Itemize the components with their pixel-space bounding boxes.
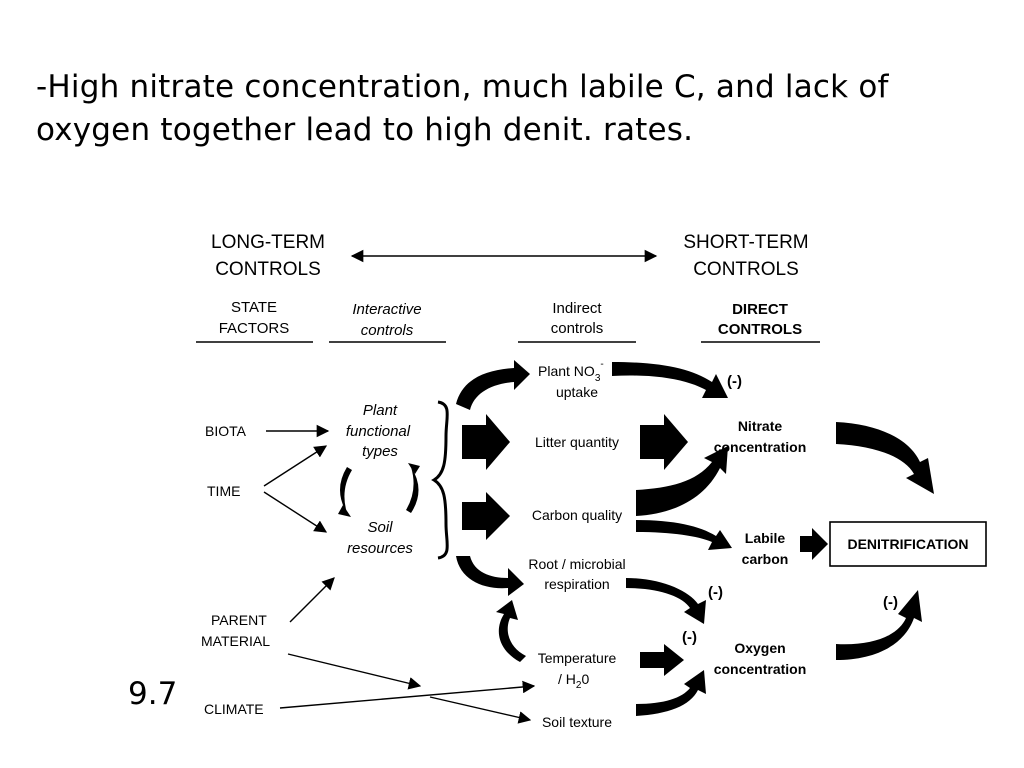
soil-resources-label-1: Soil [367,519,393,536]
plant-functional-types-label-1: Plant [363,402,398,419]
labile-to-denitrification-bold-arrow [800,528,828,560]
litter-quantity-label: Litter quantity [535,434,619,450]
soil-resources-label-2: resources [347,540,413,557]
soil-to-plant-arrowhead [408,463,420,474]
biota-label: BIOTA [205,423,247,439]
interactive-controls-label-2: controls [361,322,414,339]
oxygen-to-denitrification-bold-arrow [836,590,922,660]
climate-label: CLIMATE [204,701,264,717]
indirect-controls-label-2: controls [551,320,604,337]
temperature-tail: 0 [581,671,589,687]
long-term-label-1: LONG-TERM [211,232,325,253]
denitrification-label: DENITRIFICATION [847,536,968,552]
carbon-to-nitrate-bold-arrow [636,446,728,516]
time-to-soil-arrow [263,491,328,533]
plant-functional-types-label-3: types [362,443,398,460]
nitrate-concentration-label-1: Nitrate [738,418,783,434]
time-label: TIME [207,483,240,499]
carbon-to-labile-bold-arrow [636,520,732,550]
interactive-controls-label-1: Interactive [352,301,421,318]
slide-number: 9.7 [128,676,178,712]
to-respiration-bold-arrow [456,556,524,596]
temperature-to-respiration-bold-arrow [496,600,526,662]
texture-to-oxygen-bold-arrow [636,670,706,716]
title-line-2: oxygen together lead to high denit. rate… [36,112,694,148]
to-carbon-quality-bold-arrow [462,492,510,540]
respiration-negative-mark: (-) [708,584,723,601]
temperature-label-1: Temperature [538,650,617,666]
parent-material-label-2: MATERIAL [201,633,270,649]
oxygen-concentration-label-2: concentration [714,661,807,677]
temperature-negative-mark: (-) [682,629,697,646]
title-line-1: -High nitrate concentration, much labile… [36,69,889,105]
nitrate-concentration-label-2: concentration [714,439,807,455]
oxygen-concentration-label-1: Oxygen [734,640,785,656]
temperature-main: / H [558,671,576,687]
plant-to-soil-feedback-arc [340,467,352,513]
root-respiration-label-2: respiration [544,576,609,592]
long-term-label-2: CONTROLS [215,259,321,280]
plant-uptake-label-2: uptake [556,384,598,400]
temperature-to-oxygen-bold-arrow [640,644,684,676]
denitrification-box [829,521,987,567]
state-factors-label-2: FACTORS [219,320,290,337]
direct-controls-label-1: DIRECT [732,301,788,318]
temperature-label-2: / H20 [558,671,589,691]
short-term-label-1: SHORT-TERM [683,232,808,253]
to-uptake-bold-arrow [456,360,530,410]
parent-material-label-1: PARENT [211,612,267,628]
interactive-controls-brace [431,400,449,560]
nitrate-to-denitrification-bold-arrow [836,422,934,494]
root-respiration-label-1: Root / microbial [528,556,625,572]
plant-to-soil-arrowhead [338,505,351,517]
short-term-label-2: CONTROLS [693,259,799,280]
plant-uptake-main: Plant NO [538,363,595,379]
plant-uptake-subscript: 3 [595,373,601,384]
indirect-controls-label-1: Indirect [552,300,602,317]
plant-functional-types-label-2: functional [346,423,411,440]
plant-uptake-superscript: - [600,359,603,370]
time-to-plant-arrow [263,445,328,487]
direct-controls-label-2: CONTROLS [718,321,802,338]
soil-to-plant-feedback-arc [406,467,419,513]
respiration-to-oxygen-bold-arrow [626,578,706,624]
parent-to-soil-arrow [289,577,335,623]
to-soil-texture-arrow [429,696,532,724]
uptake-to-nitrate-bold-arrow [612,362,728,398]
soil-texture-label: Soil texture [542,714,612,730]
state-factors-label-1: STATE [231,299,277,316]
labile-carbon-label-2: carbon [742,551,789,567]
to-litter-bold-arrow [462,414,510,470]
uptake-negative-mark: (-) [727,373,742,390]
plant-uptake-label-1: Plant NO3 - [538,359,604,384]
parent-to-indirect-arrow [287,653,422,690]
litter-to-nitrate-bold-arrow [640,414,688,470]
climate-to-temperature-arrow [279,680,536,709]
carbon-quality-label: Carbon quality [532,507,622,523]
slide-title: -High nitrate concentration, much labile… [36,66,996,152]
labile-carbon-label-1: Labile [745,530,786,546]
temperature-subscript: 2 [576,680,582,691]
oxygen-negative-mark: (-) [883,594,898,611]
